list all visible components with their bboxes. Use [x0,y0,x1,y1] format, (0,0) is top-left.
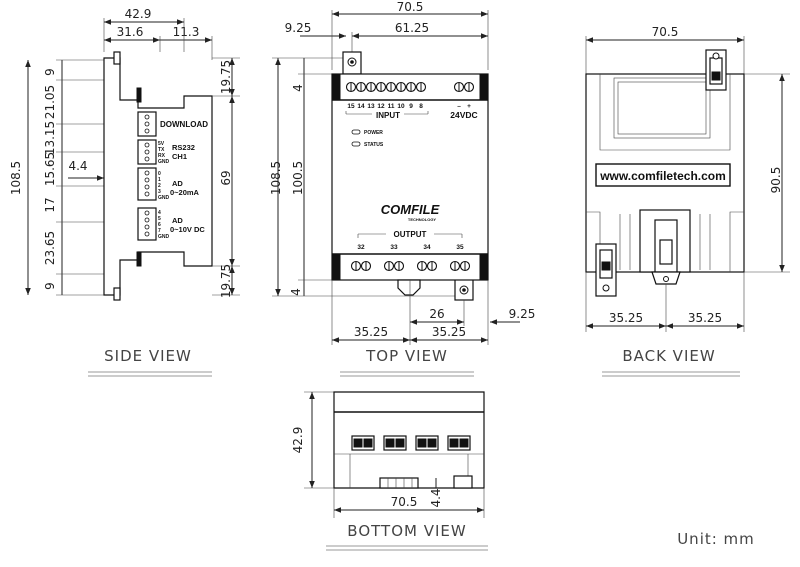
dim-back-height: 90.5 [769,167,783,194]
brand-sub: TECHNOLOGY [408,217,437,222]
dim-top-bottom-gap: 4 [289,288,303,296]
label-rs232: RS232 [172,143,195,152]
led-status-label: STATUS [364,142,384,148]
pin-label: 6 [158,222,161,228]
pin-label: 7 [158,228,161,234]
input-num: 13 [367,103,375,110]
label-ad1: AD [172,179,183,188]
dim-top-mid: 26 [429,307,444,321]
dim-back-half-right: 35.25 [688,311,722,325]
dim-side-rail-bottom: 19.75 [219,264,233,298]
dim-top-h-inner: 100.5 [291,161,305,195]
pin-label: 3 [158,189,161,195]
dim-top-half-left: 35.25 [354,325,388,339]
dim-top-tab-offset: 9.25 [285,21,312,35]
led-power-label: POWER [364,130,383,136]
dim-top-half-right: 35.25 [432,325,466,339]
input-num: 8 [419,103,423,110]
top-view-title: TOP VIEW [365,347,448,365]
output-num: 33 [390,244,398,251]
input-num: 15 [347,103,355,110]
power-label: 24VDC [450,110,477,120]
output-num: 34 [423,244,431,251]
back-view-title: BACK VIEW [622,347,715,365]
side-connectors [137,111,157,241]
pin-label: 5 [158,216,161,222]
dim-side-depth-a: 31.6 [117,25,144,39]
dim-side-h-ad1: 15.65 [43,152,57,186]
input-num: 10 [397,103,405,110]
power-minus: – [457,103,461,110]
label-ad2: AD [172,216,183,225]
pin-label: GND [158,159,170,165]
dim-side-h-ad2: 17 [43,197,57,212]
input-label: INPUT [376,111,400,120]
dim-top-h-total: 108.5 [269,161,283,195]
dim-bottom-height: 42.9 [291,427,305,454]
power-plus: + [467,103,471,110]
side-view: 42.9 31.6 11.3 108.5 9 21.05 13.15 15.65… [9,7,240,377]
pin-label: TX [158,147,165,153]
dim-top-top-gap: 4 [291,84,305,92]
label-ad1-range: 0~20mA [170,188,200,197]
dim-side-h-total: 108.5 [9,161,23,195]
input-num: 14 [357,103,365,110]
bottom-view-title: BOTTOM VIEW [347,522,466,540]
back-url: www.comfiletech.com [599,169,726,183]
pin-label: GND [158,234,170,240]
top-view: 70.5 9.25 61.25 108.5 100.5 4 4 [269,0,536,377]
dim-back-half-left: 35.25 [609,311,643,325]
dim-top-inner-width: 61.25 [395,21,429,35]
label-ad2-range: 0~10V DC [170,225,205,234]
dim-side-width: 42.9 [125,7,152,21]
bottom-view: 42.9 70.5 4.4 BOTTOM VIEW [291,391,488,551]
dim-side-rail-top: 19.75 [219,60,233,94]
bottom-terminal-blocks [351,435,471,451]
pin-label: 2 [158,183,161,189]
dim-side-h-top: 9 [43,68,57,76]
pin-label: RX [158,153,166,159]
dim-side-h-rs232: 13.15 [43,121,57,155]
dim-back-width: 70.5 [652,25,679,39]
pin-label: GND [158,195,170,201]
pin-label: 0 [158,171,161,177]
dim-side-h-inner: 69 [219,170,233,185]
label-ch1: CH1 [172,152,187,161]
pin-label: 4 [158,210,161,216]
back-view: 70.5 www.comfiletech.com [585,25,790,377]
dim-side-offset: 4.4 [68,159,87,173]
output-label: OUTPUT [394,230,427,239]
pin-label: 5V [158,141,165,147]
unit-label: Unit: mm [677,530,755,548]
dim-side-h-bottom-conn: 23.65 [43,231,57,265]
label-download: DOWNLOAD [160,120,208,129]
dim-side-depth-b: 11.3 [173,25,200,39]
dim-bottom-offset: 4.4 [429,488,443,507]
brand-logo: COMFILE [381,202,440,217]
dim-top-right-tab: 9.25 [509,307,536,321]
dim-side-h-download: 21.05 [43,85,57,119]
input-num: 11 [388,103,395,110]
input-num: 9 [409,103,413,110]
output-num: 32 [357,244,365,251]
output-num: 35 [456,244,464,251]
dim-top-width: 70.5 [397,0,424,14]
pin-label: 1 [158,177,161,183]
dim-bottom-width: 70.5 [391,495,418,509]
side-view-title: SIDE VIEW [104,347,192,365]
input-num: 12 [377,103,385,110]
dim-side-h-bottom: 9 [43,282,57,290]
